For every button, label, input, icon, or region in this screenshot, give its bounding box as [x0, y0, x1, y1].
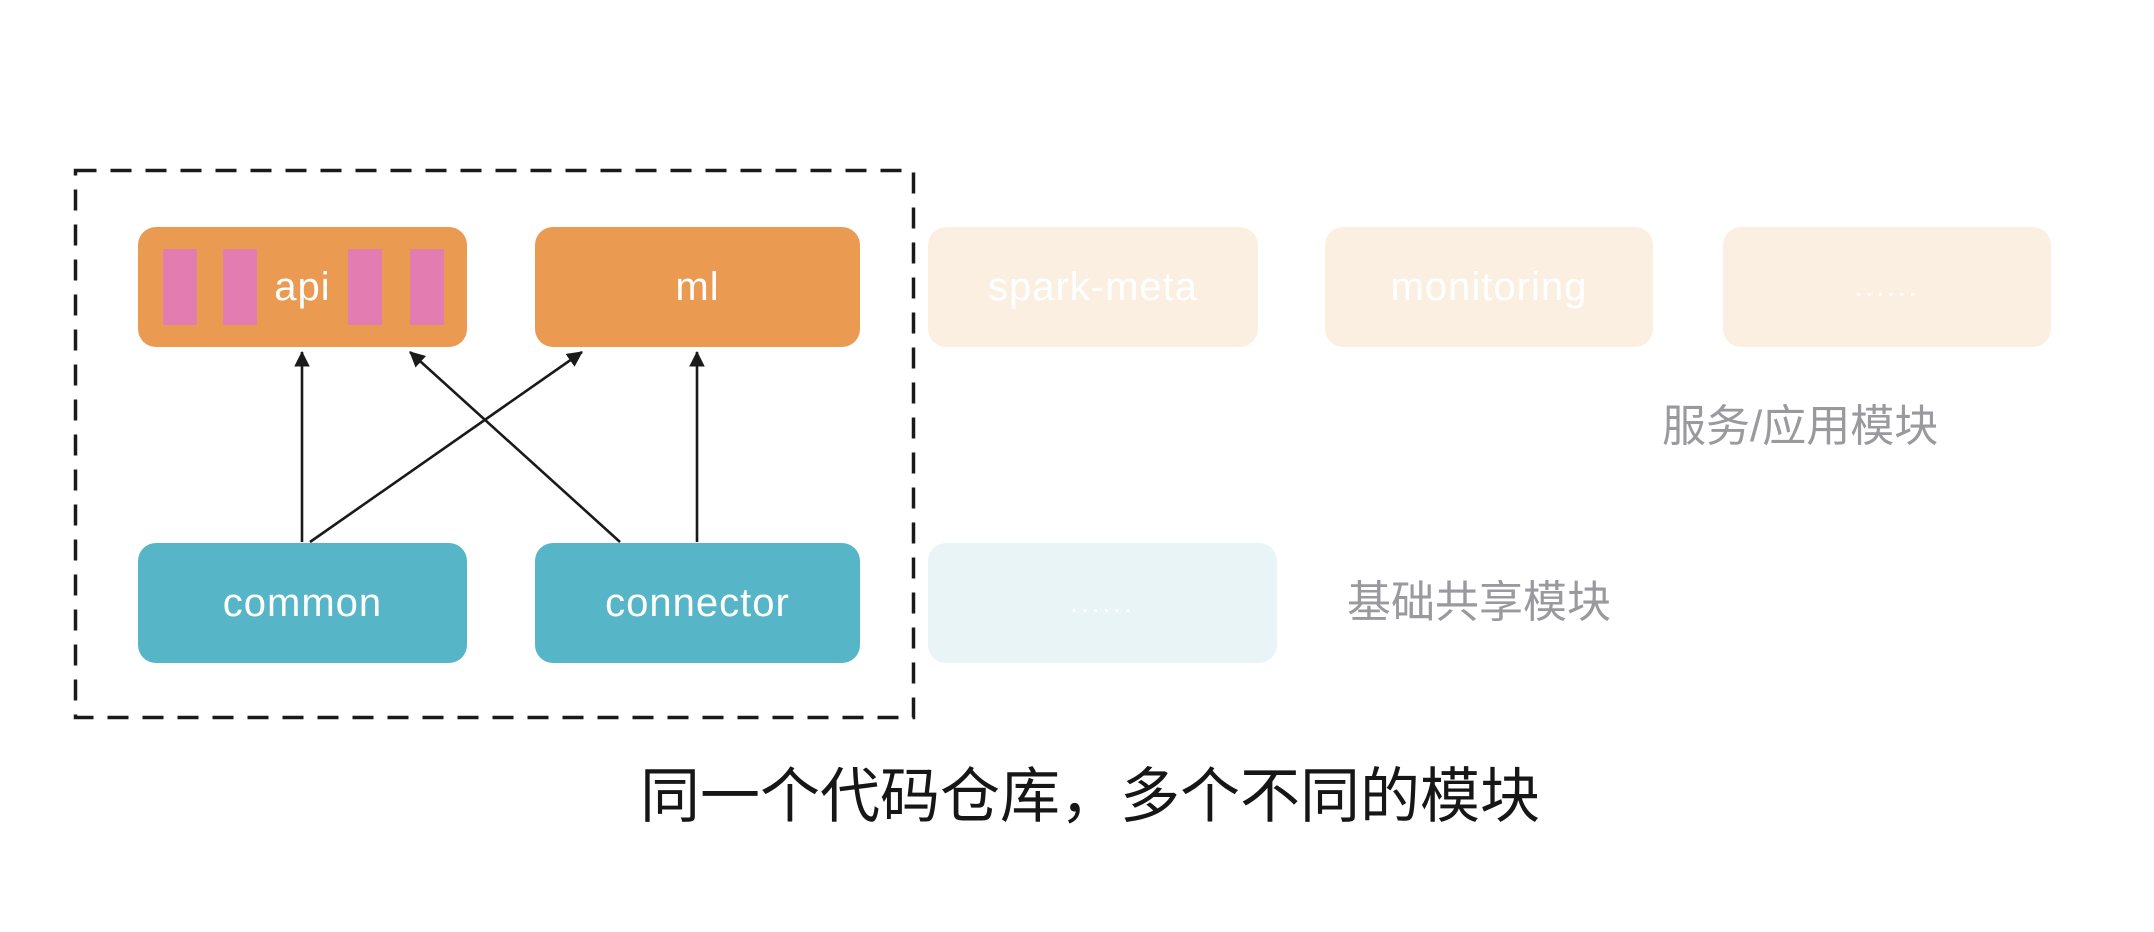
module-label-more-shared: ...... [1070, 587, 1135, 618]
module-label-ml: ml [675, 264, 720, 309]
module-box-more-shared: ...... [928, 543, 1277, 663]
module-box-connector: connector [535, 543, 860, 663]
arrow-connector-to-api [409, 351, 621, 543]
stripe-decoration [223, 249, 257, 325]
arrow-common-to-ml [309, 350, 583, 544]
module-label-spark-meta: spark-meta [987, 264, 1199, 309]
module-box-api: api [138, 227, 467, 347]
stripe-decoration [410, 249, 444, 325]
module-label-api: api [274, 264, 331, 309]
row-label-basic-shared-modules: 基础共享模块 [1347, 578, 1611, 627]
stripe-decoration [348, 249, 382, 325]
module-box-spark-meta: spark-meta [928, 227, 1258, 347]
row-label-service-app-modules: 服务/应用模块 [1662, 402, 1939, 451]
stripe-decoration [163, 249, 197, 325]
module-label-more-services: ...... [1854, 271, 1920, 302]
module-label-monitoring: monitoring [1390, 264, 1588, 309]
module-box-ml: ml [535, 227, 860, 347]
module-box-monitoring: monitoring [1325, 227, 1653, 347]
monorepo-boundary-dashed-box [73, 168, 916, 720]
module-box-common: common [138, 543, 467, 663]
module-label-common: common [222, 580, 383, 625]
module-box-more-services: ...... [1723, 227, 2051, 347]
module-label-connector: connector [605, 580, 790, 625]
diagram-caption: 同一个代码仓库，多个不同的模块 [640, 763, 1540, 830]
